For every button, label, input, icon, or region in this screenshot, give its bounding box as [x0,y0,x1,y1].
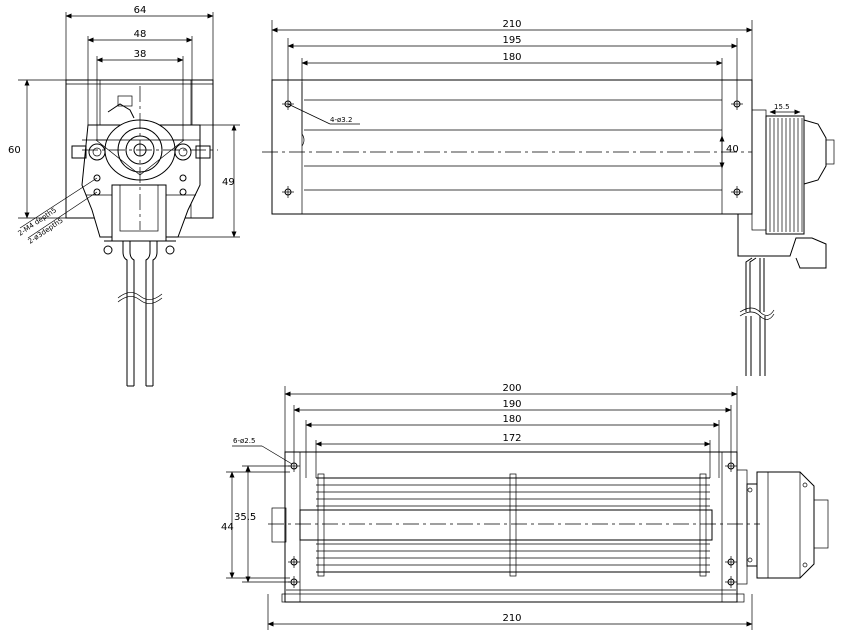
bottom-left-tab [271,507,287,543]
dim-210-bottom: 210 [502,613,521,624]
dim-44: 44 [221,522,234,533]
dim-49: 49 [222,177,235,188]
side-wires [745,257,765,312]
note-6-holes: 6-ø2.5 [233,437,255,445]
wire-grommet-right [165,245,175,255]
screw-hole-left [93,174,101,196]
mount-hole-left [88,143,106,161]
dim-48: 48 [134,29,147,40]
motor-coil [765,115,805,235]
dim-15-5: 15.5 [774,103,790,111]
screw-hole-right [179,174,187,196]
front-view: 64 48 38 60 49 2-M4 depth5 2-ø3depth5 [8,5,240,387]
side-dimension-lines [271,20,801,169]
terminal-box [111,184,167,242]
bottom-housing [284,451,738,603]
lead-wires [117,241,163,387]
note-4-holes: 4-ø3.2 [330,116,352,124]
side-motor [737,109,835,376]
bottom-motor-body [756,471,815,579]
side-terminal-box [737,214,827,269]
right-ear [195,145,211,159]
dim-172: 172 [502,433,521,444]
left-ear [71,145,87,159]
dim-200: 200 [502,383,521,394]
side-holes [282,98,743,198]
dim-60: 60 [8,145,21,156]
bottom-view: 200 190 180 172 35.5 44 210 6-ø2.5 [221,383,829,630]
dim-180-bottom: 180 [502,414,521,425]
motor-endcap [803,119,827,185]
bottom-motor [736,469,829,585]
impeller [299,473,713,577]
dim-210-top: 210 [502,19,521,30]
bottom-dimension-lines [226,386,753,630]
dim-38: 38 [134,49,147,60]
capacitor-tab [107,103,135,119]
wire-grommet-left [103,245,113,255]
dim-195: 195 [502,35,521,46]
dim-64: 64 [134,5,147,16]
bottom-holes [288,460,737,588]
dim-35-5: 35.5 [234,512,256,523]
mount-hole-right [174,143,192,161]
dim-190: 190 [502,399,521,410]
dimension-lines [18,12,240,239]
side-view: 210 195 180 40 4-ø3.2 15.5 [262,19,835,376]
dim-40: 40 [726,144,739,155]
dim-180-top: 180 [502,52,521,63]
